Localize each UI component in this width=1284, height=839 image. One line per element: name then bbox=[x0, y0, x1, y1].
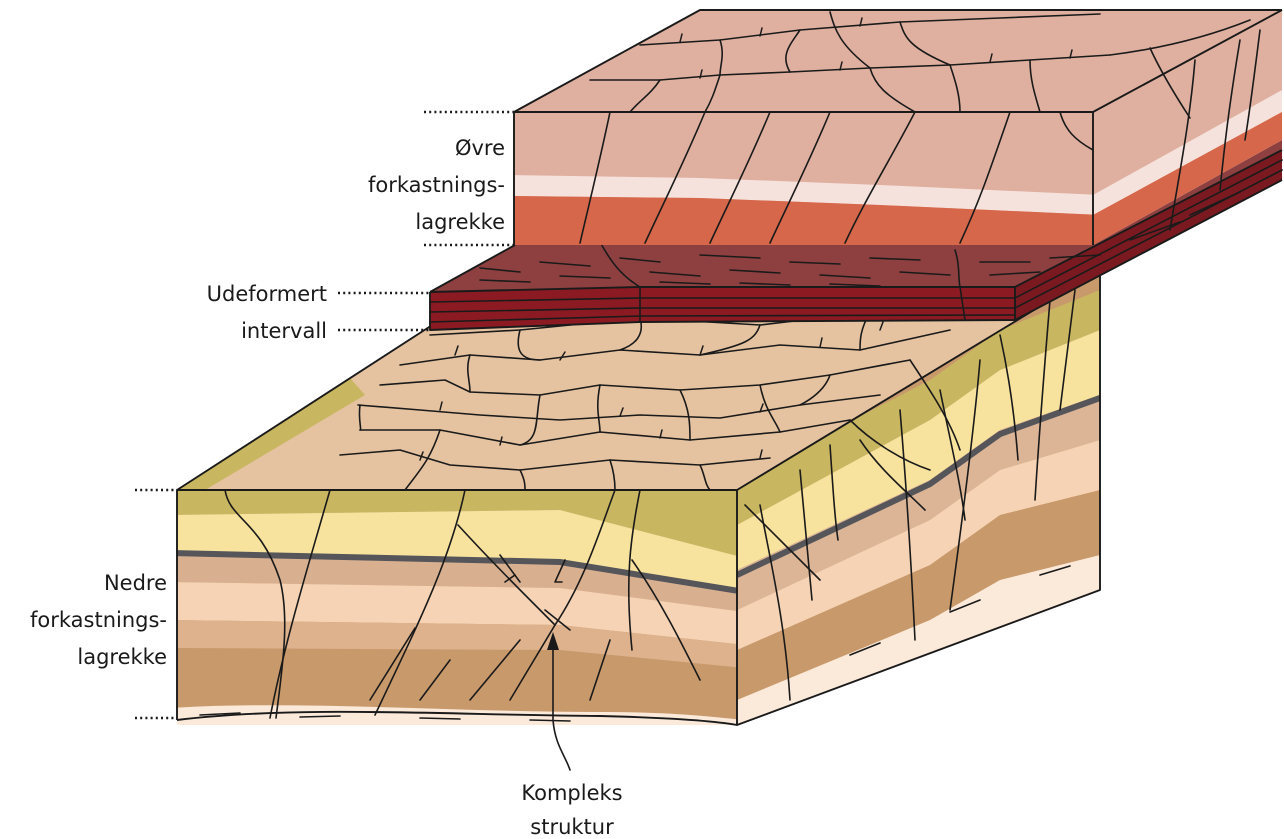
complex-structure-label-line1: Kompleks bbox=[521, 781, 622, 805]
undeformed-label-line1: Udeformert bbox=[207, 282, 327, 306]
upper-sequence-label-line3: lagrekke bbox=[415, 210, 505, 234]
upper-front-strata bbox=[510, 108, 1100, 250]
lower-sequence-label-line1: Nedre bbox=[104, 571, 167, 595]
lower-sequence-label-line2: forkastnings- bbox=[30, 608, 167, 632]
upper-sequence-label-line2: forkastnings- bbox=[368, 173, 505, 197]
undeformed-interval-label: Udeformert intervall bbox=[207, 282, 327, 343]
undeformed-label-line2: intervall bbox=[241, 319, 327, 343]
upper-sequence-label: Øvre forkastnings- lagrekke bbox=[368, 136, 505, 234]
lower-sequence-label-line3: lagrekke bbox=[77, 645, 167, 669]
lower-sequence-label: Nedre forkastnings- lagrekke bbox=[30, 571, 167, 669]
upper-sequence-label-line1: Øvre bbox=[455, 136, 505, 160]
complex-structure-label: Kompleks struktur bbox=[521, 781, 622, 839]
complex-structure-label-line2: struktur bbox=[530, 815, 614, 839]
